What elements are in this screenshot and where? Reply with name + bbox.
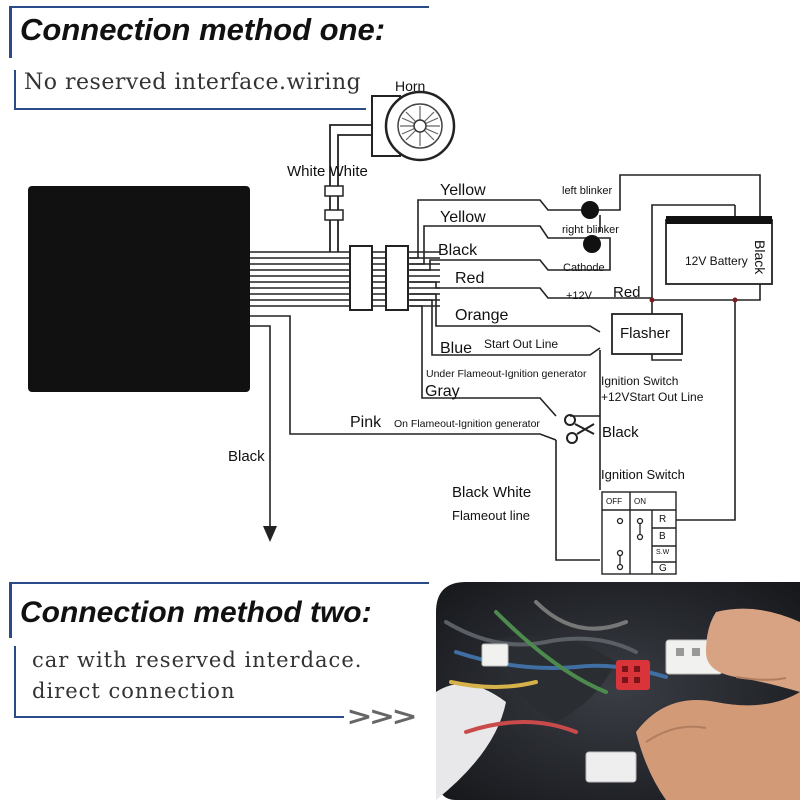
battery-red-label: Red	[613, 284, 641, 301]
connector-photo	[436, 582, 800, 800]
cathode-label: Cathode	[563, 262, 605, 274]
right-blinker-label: right blinker	[562, 224, 619, 236]
method-two-accent-bar	[9, 582, 12, 638]
scissors-icon	[564, 414, 595, 444]
wire-blue-label: Blue	[440, 340, 473, 357]
method-two-accent-line	[9, 582, 429, 584]
wire-red-label: Red	[455, 270, 485, 287]
ignition-switch-1-label: Ignition Switch	[601, 374, 679, 388]
wire-black-ground-label: Black	[228, 448, 265, 465]
plus12v-label: +12V	[566, 290, 592, 302]
method-two-line2: direct connection	[32, 679, 236, 703]
wire-gray-label: Gray	[425, 383, 460, 400]
method-two-bar	[14, 646, 16, 718]
horn-icon	[371, 90, 456, 162]
flasher-box	[611, 313, 683, 355]
ign-black-label: Black	[602, 424, 639, 441]
ignition-switch-2-label: Ignition Switch	[601, 467, 685, 482]
start-out-12v-label: +12VStart Out Line	[601, 390, 704, 404]
horn-label: Horn	[395, 78, 426, 94]
left-blinker-label: left blinker	[562, 185, 613, 197]
wire-pink-label: Pink	[350, 414, 382, 431]
switch-g-label: G	[659, 563, 667, 574]
method-one-title: Connection method one:	[20, 12, 386, 47]
black-white-label: Black White	[452, 484, 532, 501]
chevron-arrows-icon: >>>	[346, 702, 417, 732]
method-one-subtitle-bar	[14, 70, 16, 110]
switch-on-label: ON	[634, 497, 646, 506]
flasher-label: Flasher	[620, 325, 671, 342]
white-white-label: White White	[287, 163, 368, 180]
wire-yellow-2-label: Yellow	[440, 209, 486, 226]
method-two-line1: car with reserved interdace.	[32, 648, 363, 672]
under-flameout-label: Under Flameout-Ignition generator	[426, 368, 587, 380]
method-one-subtitle: No reserved interface.wiring	[24, 70, 362, 95]
battery-label: 12V Battery	[685, 254, 748, 268]
connector-1	[349, 245, 373, 311]
wire-yellow-1-label: Yellow	[440, 182, 486, 199]
switch-b-label: B	[659, 531, 666, 542]
method-two-title: Connection method two:	[20, 596, 372, 629]
wire-black-label: Black	[438, 242, 478, 259]
switch-off-label: OFF	[606, 497, 622, 506]
ignition-switch-table	[601, 491, 677, 575]
start-out-line-label: Start Out Line	[484, 337, 559, 351]
wire-orange-label: Orange	[455, 307, 509, 324]
wiring-diagram	[28, 90, 773, 575]
battery-black-label: Black	[752, 240, 768, 275]
method-one-accent-bar	[9, 6, 12, 58]
method-one-subtitle-underline	[14, 108, 366, 110]
switch-sw-label: S.W	[656, 549, 670, 556]
alarm-module	[28, 186, 250, 392]
flameout-line-label: Flameout line	[452, 508, 531, 523]
on-flameout-label: On Flameout-Ignition generator	[394, 418, 540, 430]
method-two-underline	[14, 716, 344, 718]
switch-r-label: R	[659, 514, 667, 525]
connector-2	[385, 245, 409, 311]
method-one-accent-line	[9, 6, 429, 8]
battery-box	[665, 219, 773, 285]
